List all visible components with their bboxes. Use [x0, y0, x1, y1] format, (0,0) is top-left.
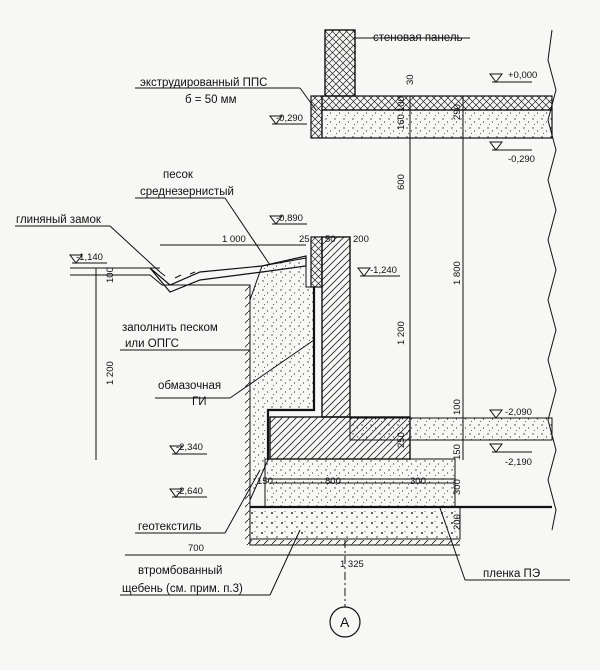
dim-1800: 1 800	[452, 261, 463, 285]
label-wall-panel: стеновая панель	[373, 32, 463, 44]
lean-concrete	[264, 458, 456, 480]
dim-800: 800	[325, 476, 341, 487]
leader-coating	[229, 339, 315, 399]
mark-2340: -2,340	[176, 442, 203, 453]
axis-label: A	[340, 614, 350, 630]
mark-2190: -2,190	[505, 457, 532, 468]
dim-25: 25	[299, 234, 310, 245]
soil-hatch-bottom	[245, 540, 460, 545]
dim-150a: 150	[257, 476, 273, 487]
label-coating: обмазочная	[158, 380, 221, 392]
leader-clay	[109, 225, 161, 273]
sand-bed	[264, 478, 456, 508]
label-sand-grain: среднезернистый	[140, 186, 234, 198]
label-geotextile: геотекстиль	[138, 521, 201, 533]
dim-200b: 200	[452, 514, 463, 530]
dim-1325: 1 325	[340, 559, 364, 570]
label-gravel-note: щебень (см. прим. п.3)	[122, 583, 243, 595]
dim-300a: 300	[410, 476, 426, 487]
dim-30: 30	[405, 74, 416, 85]
dim-1000: 1 000	[222, 234, 246, 245]
dim-1200a: 1 200	[396, 321, 407, 345]
leader-film	[439, 507, 466, 581]
leader-gravel	[269, 529, 301, 596]
dim-160: 160	[396, 114, 407, 130]
dim-150b: 150	[452, 444, 463, 460]
foundation-wall	[321, 236, 351, 418]
dim-1200b: 1 200	[105, 361, 116, 385]
dim-100c: 100	[452, 399, 463, 415]
dim-290: 290	[452, 104, 463, 120]
basement-slab	[349, 417, 553, 441]
label-film: пленка ПЭ	[483, 568, 540, 580]
mark-290a: -0,290	[276, 113, 303, 124]
label-fill: заполнить песком	[122, 322, 218, 334]
level-marks	[69, 73, 532, 498]
dim-100b: 100	[105, 267, 116, 283]
label-clay-lock: глиняный замок	[16, 214, 102, 226]
mark-290b: -0,290	[508, 154, 535, 165]
mark-1240: -1,240	[370, 265, 397, 276]
mark-2090: -2,090	[505, 407, 532, 418]
floor-insulation	[321, 95, 553, 111]
mark-0: +0,000	[508, 70, 537, 81]
clay-lock-shape	[149, 255, 307, 293]
label-xps: экструдированный ППС	[140, 77, 267, 89]
mark-2640: -2,640	[176, 486, 203, 497]
leader-xps	[299, 87, 317, 111]
label-coating-gi: ГИ	[192, 396, 207, 408]
xps-board-lower	[310, 236, 323, 288]
dim-200a: 200	[353, 234, 369, 245]
floor-slab	[321, 109, 553, 139]
label-xps-thickness: б = 50 мм	[185, 94, 237, 106]
leader-sand	[224, 197, 271, 266]
gravel-bed	[249, 506, 461, 540]
dim-100a: 100	[396, 96, 407, 112]
xps-board-upper	[310, 95, 323, 139]
break-line	[547, 29, 557, 531]
soil-hatch-left	[245, 285, 250, 545]
label-fill-alt: или ОПГС	[125, 338, 179, 350]
dim-300b: 300	[452, 479, 463, 495]
dim-50: 50	[325, 234, 336, 245]
mark-1140: -1,140	[76, 252, 103, 263]
label-gravel: втромбованный	[138, 565, 222, 577]
clay-hatch	[159, 271, 196, 279]
mark-890: -0,890	[276, 213, 303, 224]
dim-700: 700	[188, 543, 204, 554]
dim-600: 600	[396, 174, 407, 190]
leader-geotextile	[224, 469, 261, 534]
dim-250: 250	[396, 432, 407, 448]
wall-panel	[324, 29, 356, 97]
label-sand: песок	[163, 169, 194, 181]
